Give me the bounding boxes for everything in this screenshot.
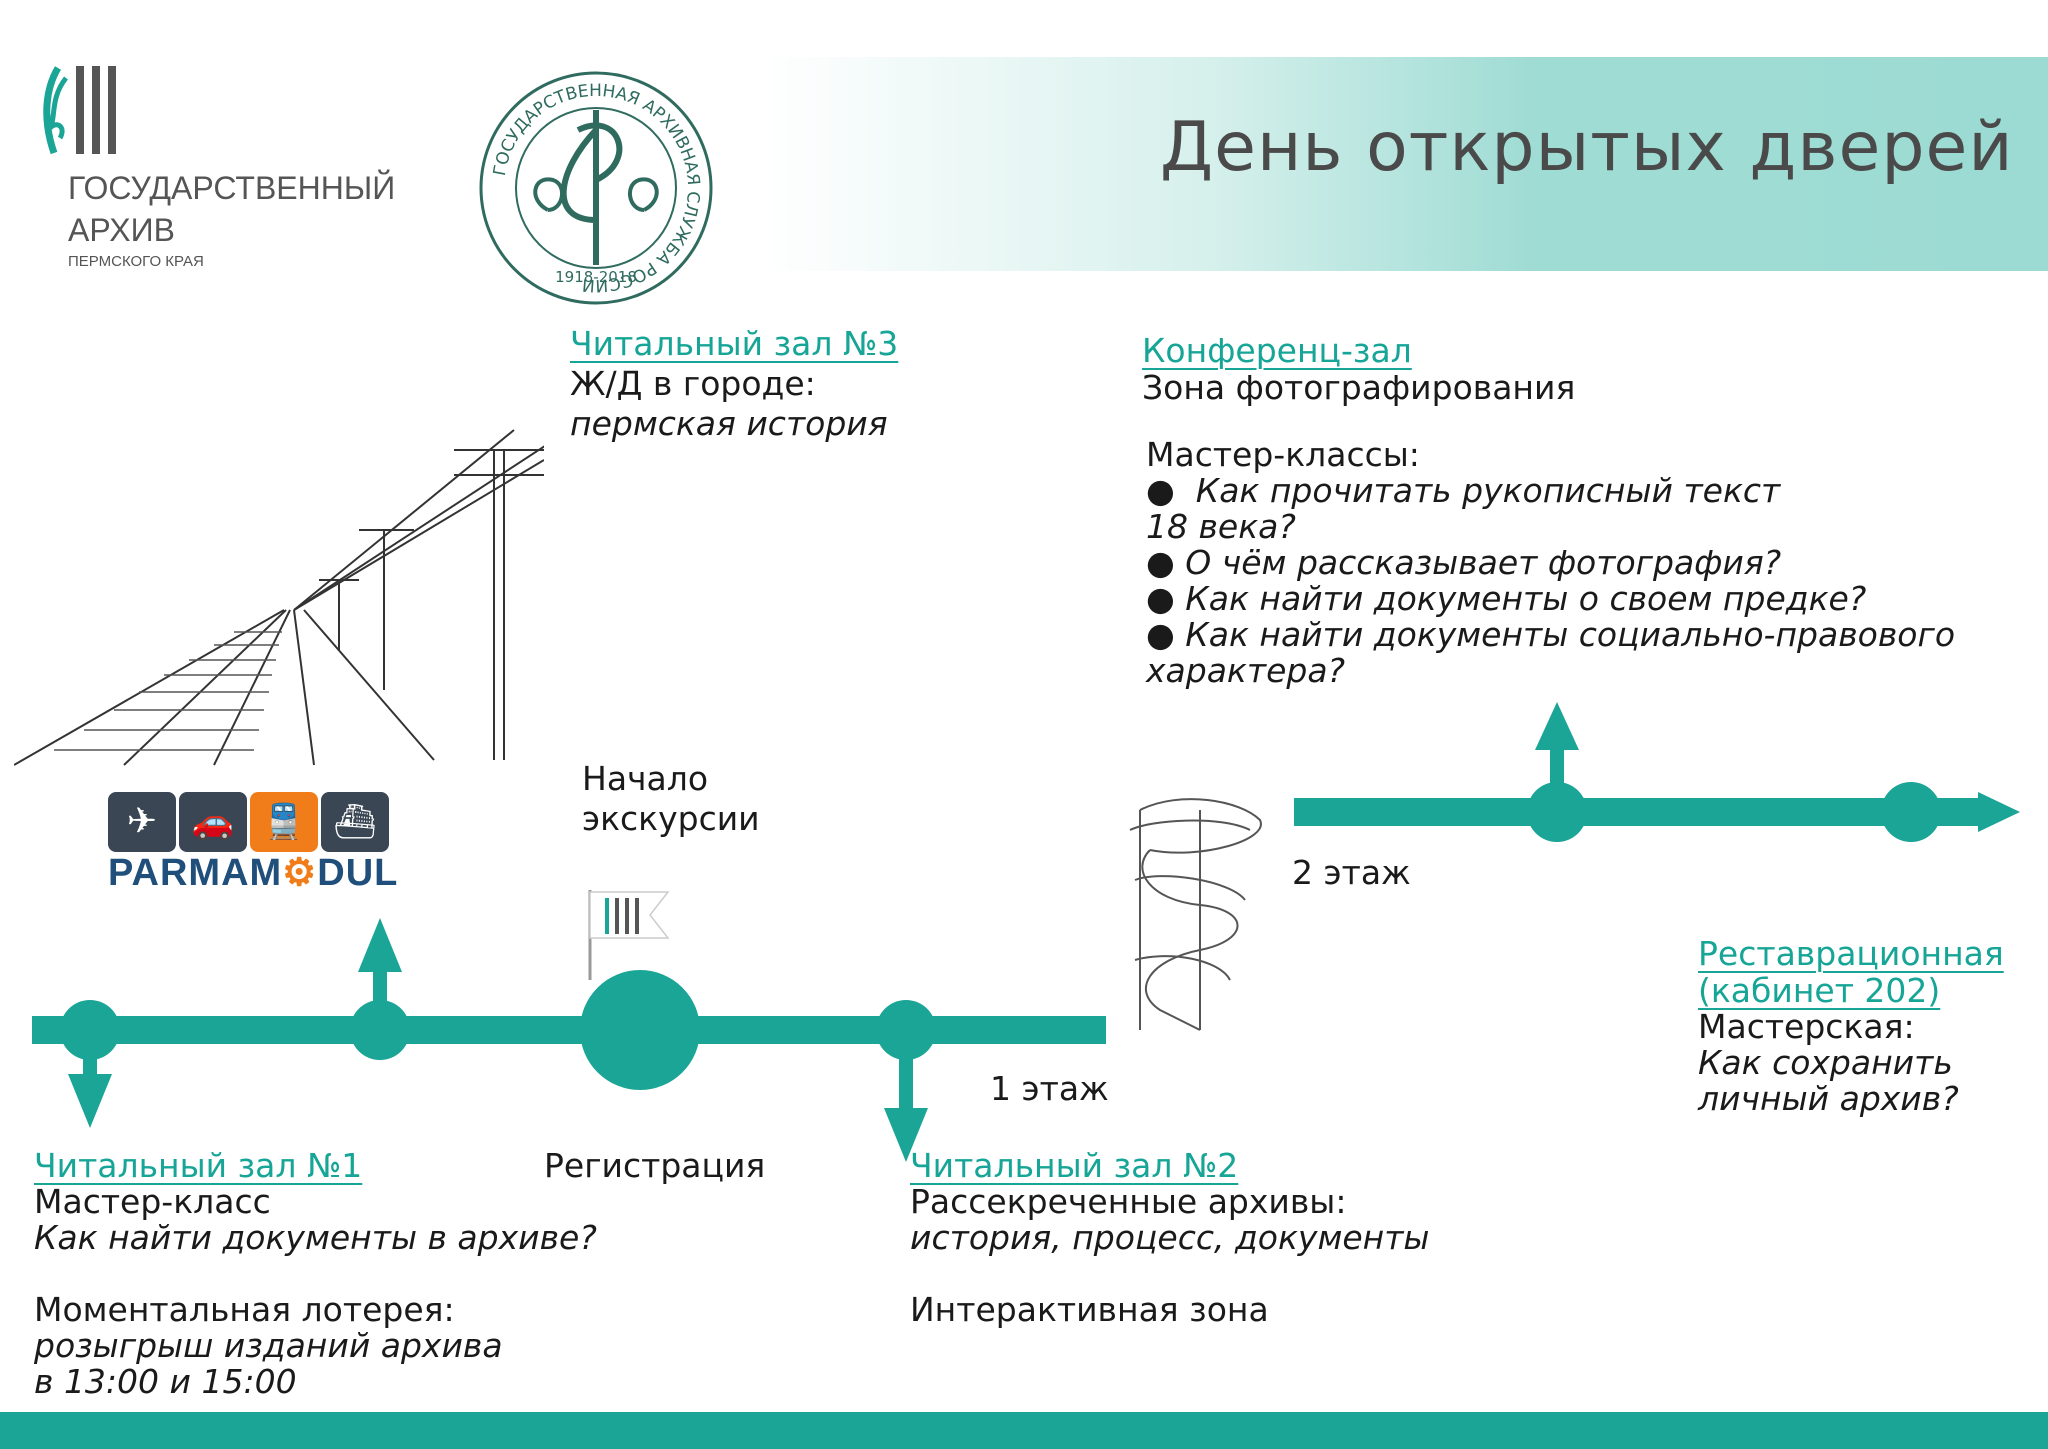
archive-logo-icon: [43, 66, 116, 155]
start-line2: экскурсии: [582, 799, 760, 838]
archive-service-seal: ГОСУДАРСТВЕННАЯ АРХИВНАЯ СЛУЖБА РОССИИ 1…: [479, 71, 713, 305]
arrow-down-icon: [884, 1108, 928, 1162]
floor2-path: [1294, 798, 1984, 826]
workshop-item-1: ● Как прочитать рукописный текст: [1146, 471, 1781, 510]
reading-room-1-heading: Читальный зал №1: [34, 1146, 363, 1185]
gear-icon: ⚙: [282, 852, 318, 894]
reading-room-2-heading: Читальный зал №2: [910, 1146, 1239, 1185]
start-line1: Начало: [582, 759, 709, 798]
workshop-item-4: ● Как найти документы социально-правовог…: [1146, 615, 1956, 654]
railway-illustration: [14, 429, 544, 766]
flag-icon: [588, 890, 670, 980]
floor1-path: [32, 1016, 1106, 1044]
bullet-icon: ●: [1146, 471, 1175, 510]
arrow-up-icon: [1535, 702, 1579, 750]
reading-room-1-line4: розыгрыш изданий архива: [34, 1326, 503, 1365]
reading-room-1-line1: Мастер-класс: [34, 1182, 271, 1221]
train-icon: 🚆: [250, 792, 318, 852]
workshops-title: Мастер-классы:: [1146, 435, 1420, 474]
ship-icon: ⛴: [321, 792, 389, 852]
airplane-icon: ✈: [108, 792, 176, 852]
org-name-line1: ГОСУДАРСТВЕННЫЙ: [68, 170, 396, 206]
stop-registration: [580, 970, 700, 1090]
arrow-right-icon: [1978, 792, 2020, 832]
restoration-heading-2: (кабинет 202): [1698, 971, 1941, 1010]
restoration-line3: личный архив?: [1698, 1079, 1959, 1118]
sponsor-icons: ✈ 🚗 🚆 ⛴: [108, 792, 390, 852]
workshop-item-1-cont: 18 века?: [1146, 507, 1296, 546]
org-name-line2: АРХИВ: [68, 212, 175, 248]
restoration-line1: Мастерская:: [1698, 1007, 1915, 1046]
bullet-icon: ●: [1146, 579, 1175, 618]
reading-room-2-line2: история, процесс, документы: [910, 1218, 1430, 1257]
workshop-item-2: ● О чём рассказывает фотография?: [1146, 543, 1782, 582]
bullet-icon: ●: [1146, 615, 1175, 654]
reading-room-3-line2: пермская история: [570, 404, 888, 443]
reading-room-3-heading: Читальный зал №3: [570, 324, 899, 363]
reading-room-2-line1: Рассекреченные архивы:: [910, 1182, 1347, 1221]
arrow-up-icon: [358, 918, 402, 972]
org-name-line3: ПЕРМСКОГО КРАЯ: [68, 253, 204, 270]
footer-bar: [0, 1412, 2048, 1449]
stop-restoration: [1881, 782, 1941, 842]
arrow-down-icon: [68, 1074, 112, 1128]
registration-label: Регистрация: [544, 1146, 766, 1185]
header-banner: [760, 57, 2048, 271]
conference-line1: Зона фотографирования: [1142, 368, 1576, 407]
reading-room-3-line1: Ж/Д в городе:: [570, 364, 816, 403]
page-title: День открытых дверей: [1160, 108, 2014, 187]
bullet-icon: ●: [1146, 543, 1175, 582]
floor1-label: 1 этаж: [990, 1069, 1109, 1108]
workshop-item-3: ● Как найти документы о своем предке?: [1146, 579, 1867, 618]
sponsor-brand-b: M: [249, 852, 283, 894]
sponsor-brand-c: DUL: [317, 852, 399, 894]
seal-years: 1918-2018: [555, 268, 637, 286]
conference-heading: Конференц-зал: [1142, 331, 1412, 370]
reading-room-1-line3: Моментальная лотерея:: [34, 1290, 455, 1329]
reading-room-1-line5: в 13:00 и 15:00: [34, 1362, 297, 1401]
restoration-line2: Как сохранить: [1698, 1043, 1953, 1082]
sponsor-brand: PARMAM⚙DUL: [108, 850, 398, 895]
sponsor-brand-a: PARMA: [108, 852, 250, 894]
reading-room-1-line2: Как найти документы в архиве?: [34, 1218, 597, 1257]
workshop-item-4-cont: характера?: [1146, 651, 1346, 690]
restoration-heading-1: Реставрационная: [1698, 934, 2004, 973]
reading-room-2-line3: Интерактивная зона: [910, 1290, 1269, 1329]
floor2-label: 2 этаж: [1292, 853, 1411, 892]
staircase-illustration: [1129, 798, 1262, 1031]
car-icon: 🚗: [179, 792, 247, 852]
